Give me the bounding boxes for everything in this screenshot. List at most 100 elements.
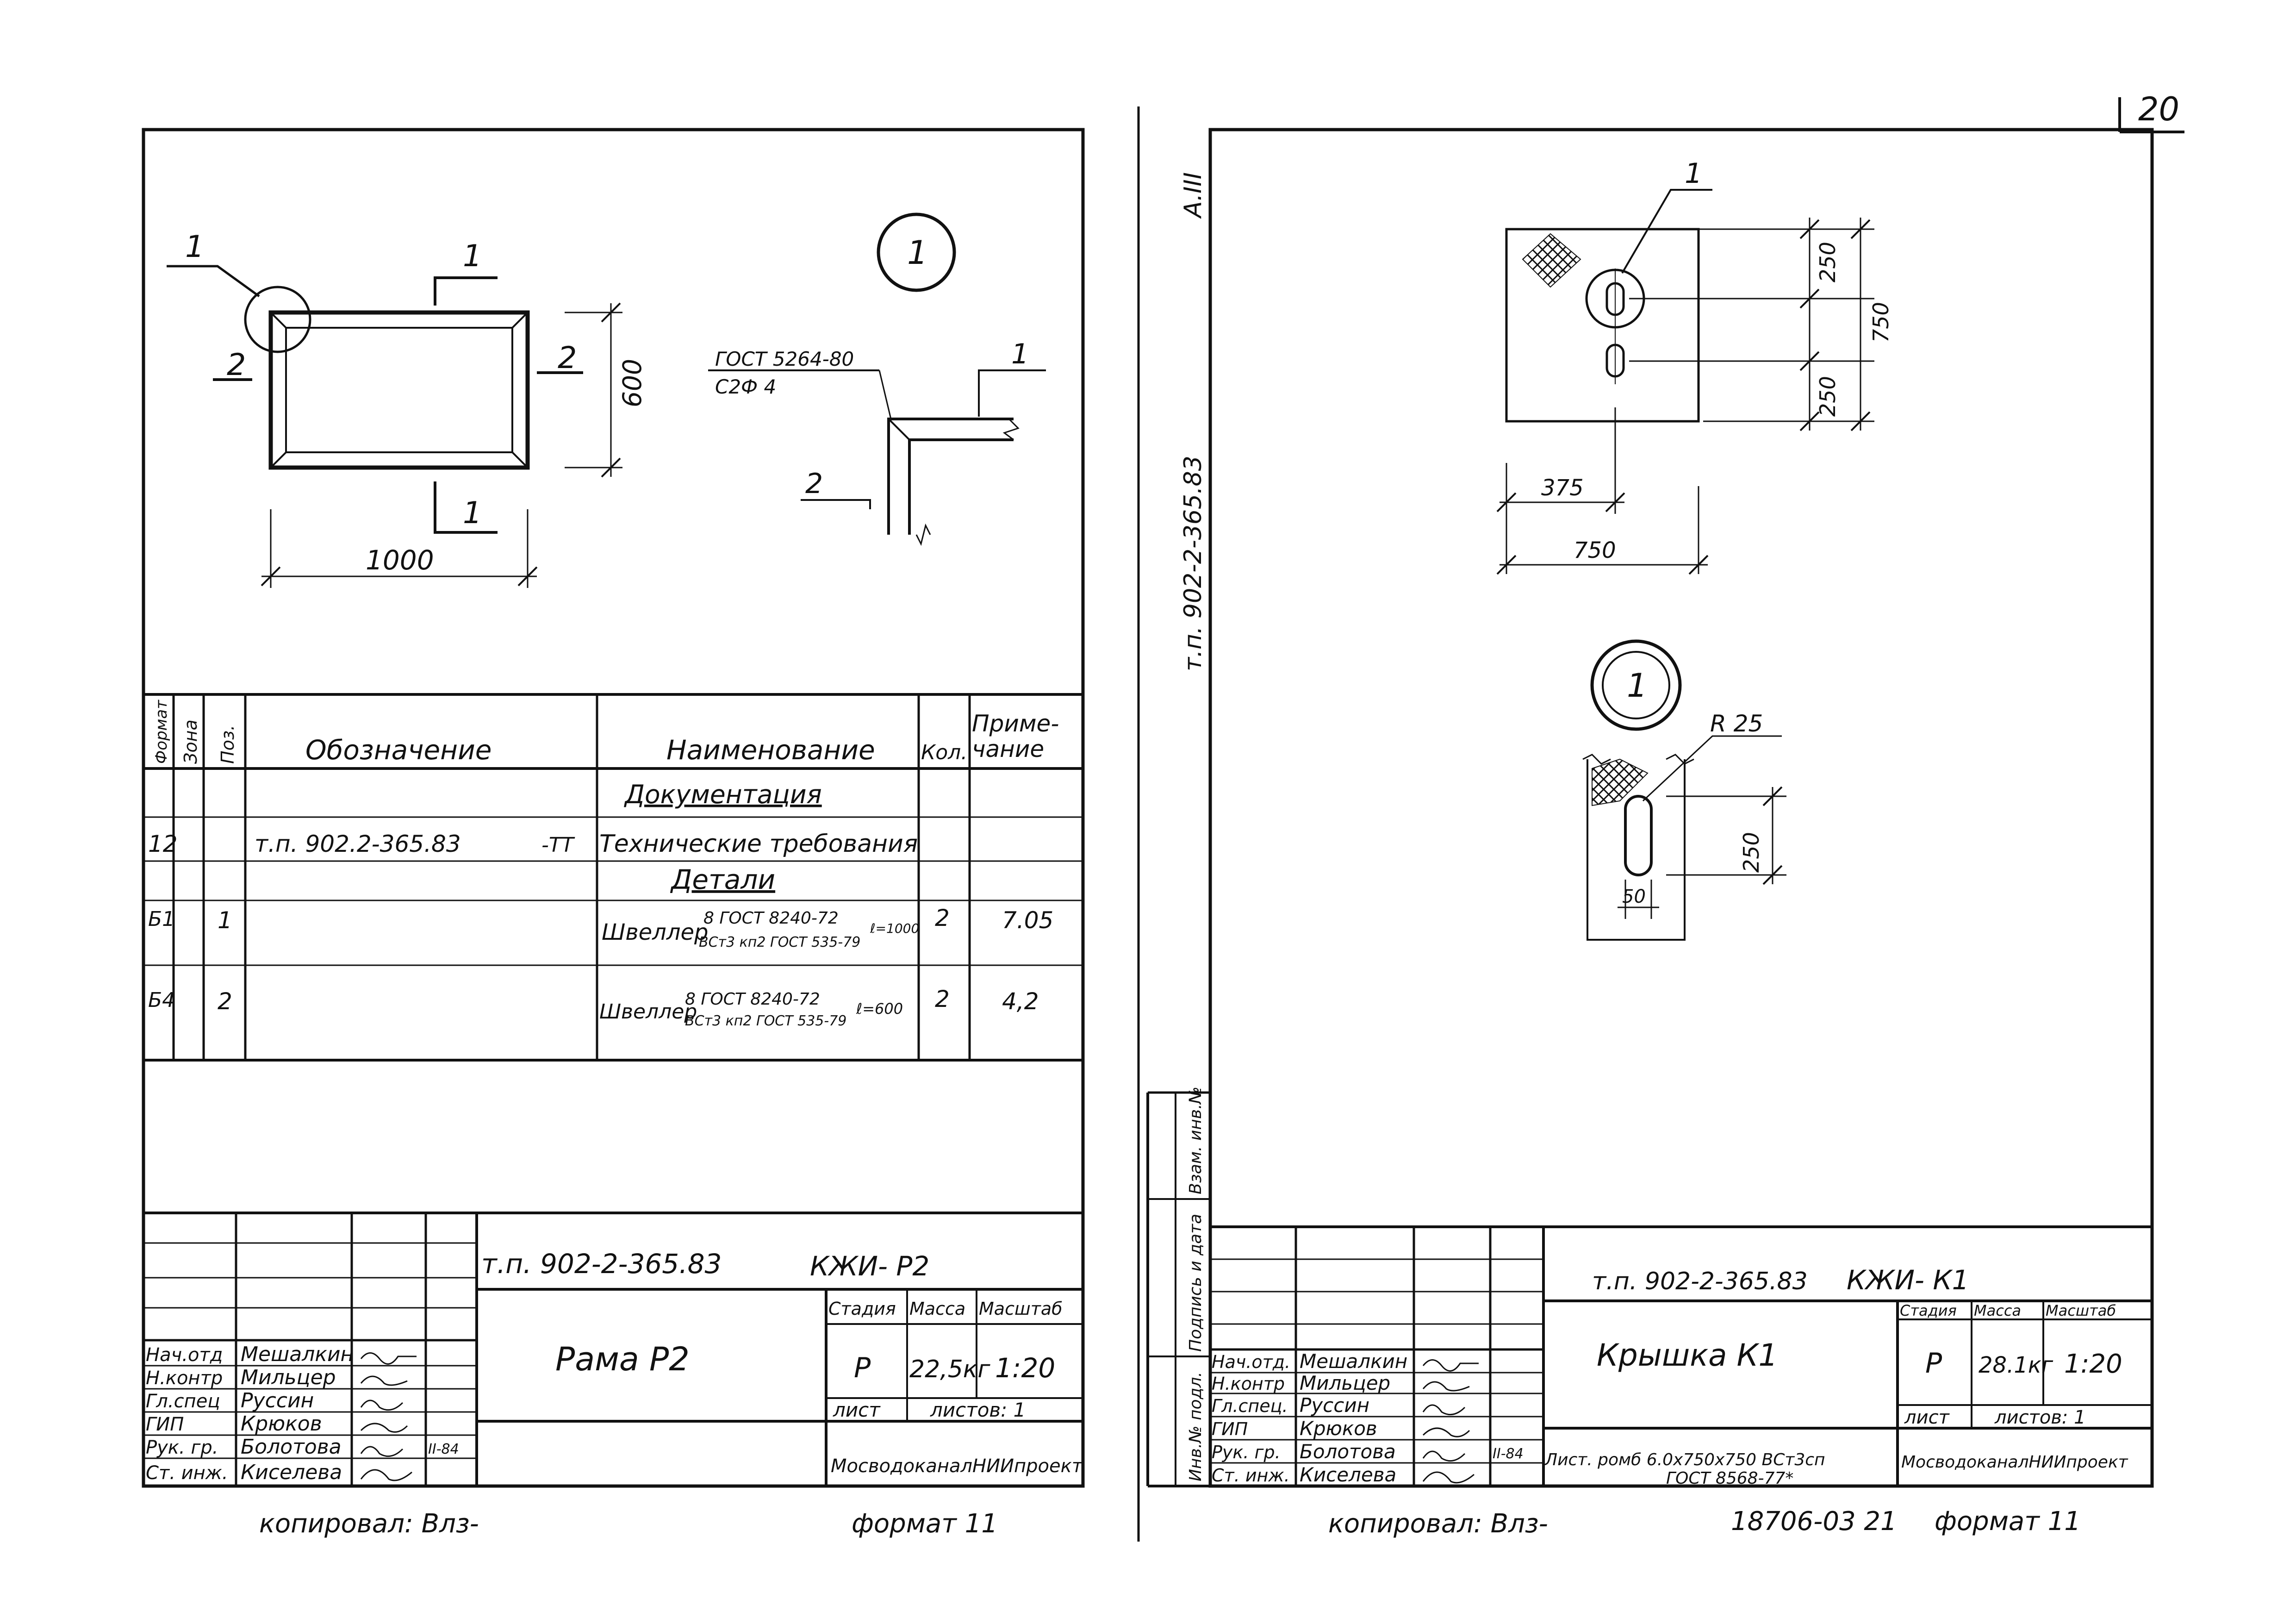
left-person-5: Киселева <box>241 1461 342 1484</box>
section-documentation: Документация <box>623 780 822 809</box>
detail-callout-1: 1 <box>1011 338 1029 370</box>
row-1-name-top: 8 ГОСТ 8240-72 <box>703 909 839 928</box>
left-format: формат 11 <box>852 1509 998 1539</box>
right-person-5: Киселева <box>1300 1463 1396 1486</box>
detail-label-2: 2 <box>805 468 823 500</box>
detail-1-circle <box>877 212 956 292</box>
right-sheet-label: лист <box>1904 1407 1950 1428</box>
left-scale-label: Масштаб <box>979 1299 1063 1319</box>
header-name: Наименование <box>666 734 875 766</box>
left-stage: Р <box>854 1352 871 1384</box>
left-person-1: Мильцер <box>241 1366 336 1389</box>
signature-mark <box>1422 1427 1470 1437</box>
weld-detail-drawing: 1 ГОСТ 5264-80 С2Ф 4 1 2 <box>708 212 1046 546</box>
cover-plate-drawing: 1 250 250 750 375 750 <box>1496 157 1893 575</box>
left-role-0: Нач.отд <box>146 1344 223 1366</box>
left-sheets-label: листов: 1 <box>930 1399 1026 1421</box>
right-title-block: т.п. 902-2-365.83 КЖИ- К1 Крышка К1 Стад… <box>1210 1225 2152 1488</box>
signature-mark <box>1422 1404 1466 1416</box>
dim-50: 50 <box>1622 886 1646 907</box>
dim-750-horizontal: 750 <box>1574 537 1616 563</box>
side-stamp-1: Подпись и дата <box>1186 1214 1205 1352</box>
side-album: А.III <box>1179 172 1207 219</box>
left-mass: 22,5кг <box>909 1355 990 1383</box>
right-person-2: Руссин <box>1300 1394 1369 1417</box>
left-person-2: Руссин <box>241 1389 314 1412</box>
right-role-5: Ст. инж. <box>1212 1465 1290 1486</box>
row-1-format: Б1 <box>148 907 175 931</box>
right-person-4: Болотова <box>1300 1440 1396 1463</box>
left-stage-label: Стадия <box>828 1299 896 1319</box>
right-role-0: Нач.отд. <box>1212 1352 1290 1372</box>
signature-mark <box>360 1469 412 1481</box>
row-1-name-main: Швеллер <box>602 919 709 945</box>
right-callout-1: 1 <box>1685 157 1702 190</box>
row-2-note: 4,2 <box>1002 988 1039 1015</box>
row-1-note: 7.05 <box>1002 907 1053 934</box>
label-2-right: 2 <box>558 341 577 375</box>
weld-standard: ГОСТ 5264-80 <box>715 348 854 370</box>
right-role-1: Н.контр <box>1212 1374 1285 1394</box>
row-2-name-bottom: ВСт3 кп2 ГОСТ 535-79 <box>685 1013 846 1029</box>
frame-plan-drawing: 1 1 1 2 2 600 1000 <box>167 230 647 588</box>
slot-detail-drawing: 1 R 25 250 50 <box>1582 639 1786 941</box>
right-mass: 28.1кг <box>1979 1352 2053 1378</box>
row-0-suffix: -ТТ <box>541 833 575 857</box>
right-material-line1: Лист. ромб 6.0х750х750 ВСт3сп <box>1544 1450 1825 1469</box>
header-note: Приме-чание <box>972 710 1059 762</box>
left-person-0: Мешалкин <box>241 1343 354 1366</box>
left-code: т.п. 902-2-365.83 <box>481 1248 722 1280</box>
right-code: т.п. 902-2-365.83 <box>1592 1268 1808 1295</box>
radius-label: R 25 <box>1710 710 1763 737</box>
right-stage-label: Стадия <box>1900 1302 1957 1319</box>
right-mark: КЖИ- К1 <box>1847 1264 1969 1296</box>
right-detail-circle <box>1590 639 1682 731</box>
weld-code: С2Ф 4 <box>715 375 776 398</box>
right-scale: 1:20 <box>2064 1349 2122 1379</box>
left-person-4: Болотова <box>241 1435 342 1459</box>
side-stamp-0: Взам. инв.№ <box>1186 1087 1205 1194</box>
left-copied: копировал: Влз- <box>259 1509 479 1539</box>
header-designation: Обозначение <box>305 734 492 766</box>
left-role-2: Гл.спец <box>146 1391 220 1412</box>
signature-mark <box>360 1375 408 1386</box>
right-person-0: Мешалкин <box>1300 1350 1407 1373</box>
right-material-line2: ГОСТ 8568-77* <box>1666 1469 1793 1488</box>
header-format: Формат <box>152 700 171 764</box>
right-detail-number: 1 <box>1627 667 1648 705</box>
header-zone: Зона <box>180 719 201 764</box>
specification-table: Формат Зона Поз. Обозначение Наименовани… <box>143 693 1083 1062</box>
row-1-pos: 1 <box>218 907 232 934</box>
signature-mark <box>1422 1471 1475 1484</box>
signature-mark <box>1422 1450 1466 1462</box>
row-1-qty: 2 <box>935 905 950 931</box>
header-qty: Кол. <box>921 741 967 764</box>
label-2-left: 2 <box>227 348 246 382</box>
right-inventory: 18706-03 21 <box>1731 1506 1897 1537</box>
header-pos: Поз. <box>218 725 238 764</box>
detail-marker-circle <box>244 286 311 353</box>
row-2-qty: 2 <box>935 986 950 1012</box>
side-code: т.п. 902-2-365.83 <box>1179 456 1207 671</box>
dim-height: 600 <box>617 359 647 407</box>
dim-750-vertical: 750 <box>1868 302 1893 343</box>
left-sheet: 1 1 1 2 2 600 1000 <box>142 128 1085 1539</box>
right-format: формат 11 <box>1935 1506 2081 1537</box>
callout-1-bottom: 1 <box>463 496 482 531</box>
detail-1-number: 1 <box>907 234 928 272</box>
signature-mark <box>360 1446 404 1457</box>
right-role-3: ГИП <box>1212 1419 1248 1439</box>
left-role-1: Н.контр <box>146 1368 223 1389</box>
right-sheets-label: листов: 1 <box>1994 1407 2086 1428</box>
right-sheet-frame <box>1208 128 2154 1488</box>
left-date: II-84 <box>428 1441 459 1457</box>
right-title: Крышка К1 <box>1597 1337 1778 1373</box>
signature-mark <box>360 1423 408 1433</box>
page-number-box: 20 <box>2118 90 2184 133</box>
row-2-name-main: Швеллер <box>599 1000 697 1024</box>
page-number: 20 <box>2138 90 2179 128</box>
dim-250-bottom: 250 <box>1815 376 1840 417</box>
callout-1-top: 1 <box>463 239 482 274</box>
right-scale-label: Масштаб <box>2046 1302 2116 1319</box>
